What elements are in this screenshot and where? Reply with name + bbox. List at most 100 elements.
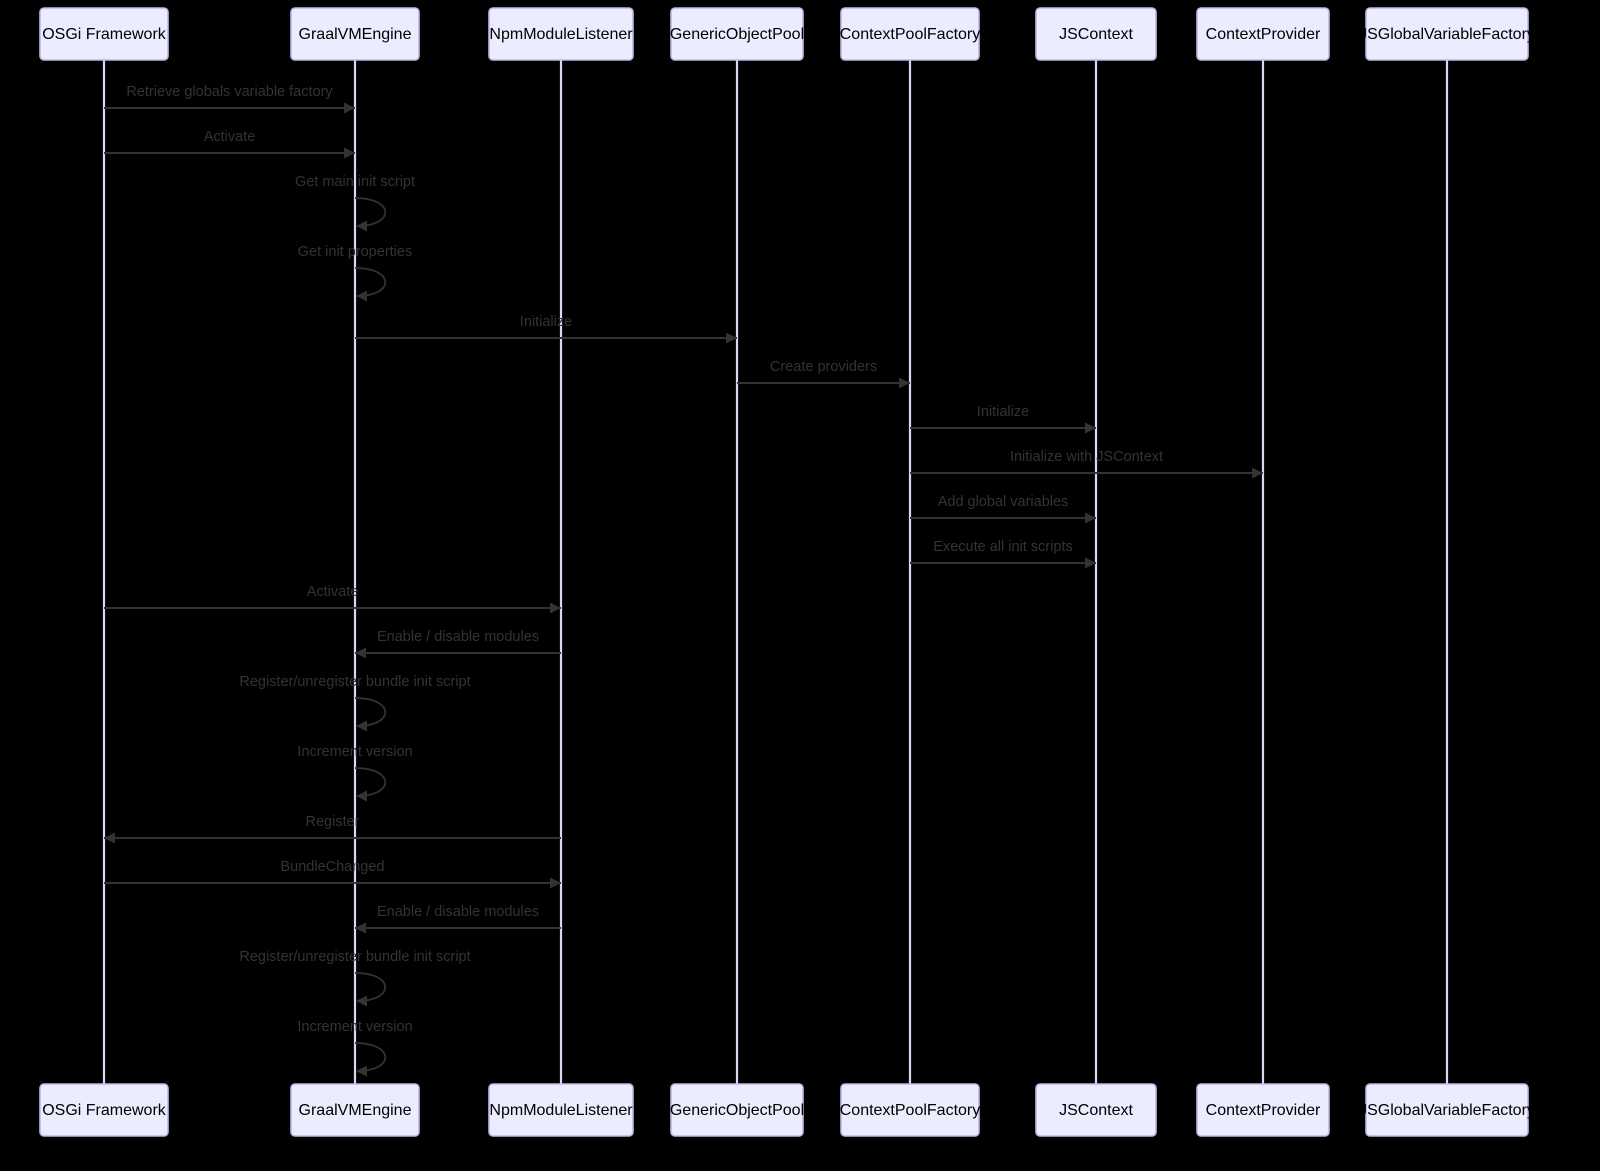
message-label: Retrieve globals variable factory <box>126 84 333 100</box>
participant-top-osgi[interactable]: OSGi Framework <box>39 7 169 61</box>
participant-box <box>488 1083 634 1137</box>
message-7[interactable]: Initialize with JSContext <box>910 449 1263 479</box>
message-12[interactable]: Register/unregister bundle init script <box>239 674 471 732</box>
participant-label: ContextPoolFactory <box>840 26 981 43</box>
participant-box <box>670 7 804 61</box>
participant-bottom-jsgvf[interactable]: JSGlobalVariableFactory <box>1359 1083 1535 1137</box>
message-10[interactable]: Activate <box>104 584 561 614</box>
message-label: Get main init script <box>295 174 415 190</box>
participant-box <box>840 1083 980 1137</box>
participant-box <box>1035 1083 1157 1137</box>
participant-box <box>840 7 980 61</box>
arrow-head-icon <box>356 790 367 802</box>
actors-top-layer: OSGi Framework GraalVMEngine NpmModuleList… <box>39 7 1535 61</box>
arrow-head-icon <box>355 647 366 659</box>
arrow-head-icon <box>344 102 355 114</box>
participant-top-graal[interactable]: GraalVMEngine <box>290 7 420 61</box>
message-label: Initialize <box>520 314 572 330</box>
participant-label: OSGi Framework <box>42 26 167 43</box>
participant-box <box>1196 7 1330 61</box>
arrow-head-icon <box>356 1065 367 1077</box>
actors-bottom-layer: OSGi Framework GraalVMEngine NpmModuleList… <box>39 1083 1535 1137</box>
participant-label: ContextProvider <box>1206 1102 1321 1119</box>
message-label: Register/unregister bundle init script <box>239 674 470 690</box>
message-9[interactable]: Execute all init scripts <box>910 539 1096 569</box>
participant-label: GraalVMEngine <box>299 26 412 43</box>
message-label: Create providers <box>770 359 877 375</box>
participant-box <box>39 1083 169 1137</box>
message-17[interactable]: Register/unregister bundle init script <box>239 949 471 1007</box>
participant-top-pool[interactable]: GenericObjectPool <box>670 7 804 61</box>
participant-box <box>1035 7 1157 61</box>
message-5[interactable]: Create providers <box>737 359 910 389</box>
message-1[interactable]: Activate <box>104 129 355 159</box>
participant-top-cprov[interactable]: ContextProvider <box>1196 7 1330 61</box>
arrow-head-icon <box>344 147 355 159</box>
self-message-path <box>354 267 386 297</box>
participant-bottom-osgi[interactable]: OSGi Framework <box>39 1083 169 1137</box>
participant-box <box>39 7 169 61</box>
arrow-head-icon <box>550 602 561 614</box>
participant-bottom-pool[interactable]: GenericObjectPool <box>670 1083 804 1137</box>
self-message-path <box>354 197 386 227</box>
participant-label: OSGi Framework <box>42 1102 167 1119</box>
participant-bottom-cprov[interactable]: ContextProvider <box>1196 1083 1330 1137</box>
participant-label: ContextProvider <box>1206 26 1321 43</box>
message-16[interactable]: Enable / disable modules <box>355 904 561 934</box>
message-label: Increment version <box>297 744 412 760</box>
participant-box <box>670 1083 804 1137</box>
message-0[interactable]: Retrieve globals variable factory <box>104 84 355 114</box>
arrow-head-icon <box>899 377 910 389</box>
self-message-path <box>354 972 386 1002</box>
participant-box <box>1365 7 1529 61</box>
arrow-head-icon <box>1085 512 1096 524</box>
message-18[interactable]: Increment version <box>297 1019 413 1077</box>
arrow-head-icon <box>356 220 367 232</box>
messages-layer: Retrieve globals variable factoryActivat… <box>104 84 1263 1077</box>
participant-bottom-npm[interactable]: NpmModuleListener <box>488 1083 634 1137</box>
participant-label: NpmModuleListener <box>489 26 633 43</box>
participant-label: ContextPoolFactory <box>840 1102 981 1119</box>
arrow-head-icon <box>356 290 367 302</box>
message-label: Activate <box>307 584 359 600</box>
message-8[interactable]: Add global variables <box>910 494 1096 524</box>
message-13[interactable]: Increment version <box>297 744 413 802</box>
message-label: Register/unregister bundle init script <box>239 949 470 965</box>
participant-label: JSGlobalVariableFactory <box>1359 1102 1535 1119</box>
participant-top-cpf[interactable]: ContextPoolFactory <box>840 7 981 61</box>
participant-box <box>290 7 420 61</box>
participant-bottom-jsctx[interactable]: JSContext <box>1035 1083 1157 1137</box>
participant-label: GraalVMEngine <box>299 1102 412 1119</box>
arrow-head-icon <box>550 877 561 889</box>
message-label: Increment version <box>297 1019 412 1035</box>
participant-box <box>1365 1083 1529 1137</box>
participant-label: NpmModuleListener <box>489 1102 633 1119</box>
arrow-head-icon <box>1252 467 1263 479</box>
message-3[interactable]: Get init properties <box>298 244 412 302</box>
self-message-path <box>354 697 386 727</box>
message-11[interactable]: Enable / disable modules <box>355 629 561 659</box>
participant-label: GenericObjectPool <box>670 26 804 43</box>
participant-top-jsctx[interactable]: JSContext <box>1035 7 1157 61</box>
message-15[interactable]: BundleChanged <box>104 859 561 889</box>
participant-box <box>290 1083 420 1137</box>
participant-label: GenericObjectPool <box>670 1102 804 1119</box>
message-4[interactable]: Initialize <box>355 314 737 344</box>
message-label: Register <box>306 814 360 830</box>
participant-bottom-cpf[interactable]: ContextPoolFactory <box>840 1083 981 1137</box>
message-2[interactable]: Get main init script <box>295 174 415 232</box>
participant-top-npm[interactable]: NpmModuleListener <box>488 7 634 61</box>
participant-bottom-graal[interactable]: GraalVMEngine <box>290 1083 420 1137</box>
message-6[interactable]: Initialize <box>910 404 1096 434</box>
arrow-head-icon <box>356 720 367 732</box>
message-label: Initialize <box>977 404 1029 420</box>
participant-top-jsgvf[interactable]: JSGlobalVariableFactory <box>1359 7 1535 61</box>
message-label: Add global variables <box>938 494 1069 510</box>
message-label: Enable / disable modules <box>377 629 539 645</box>
message-14[interactable]: Register <box>104 814 561 844</box>
self-message-path <box>354 1042 386 1072</box>
message-label: Initialize with JSContext <box>1010 449 1163 465</box>
message-label: BundleChanged <box>280 859 384 875</box>
